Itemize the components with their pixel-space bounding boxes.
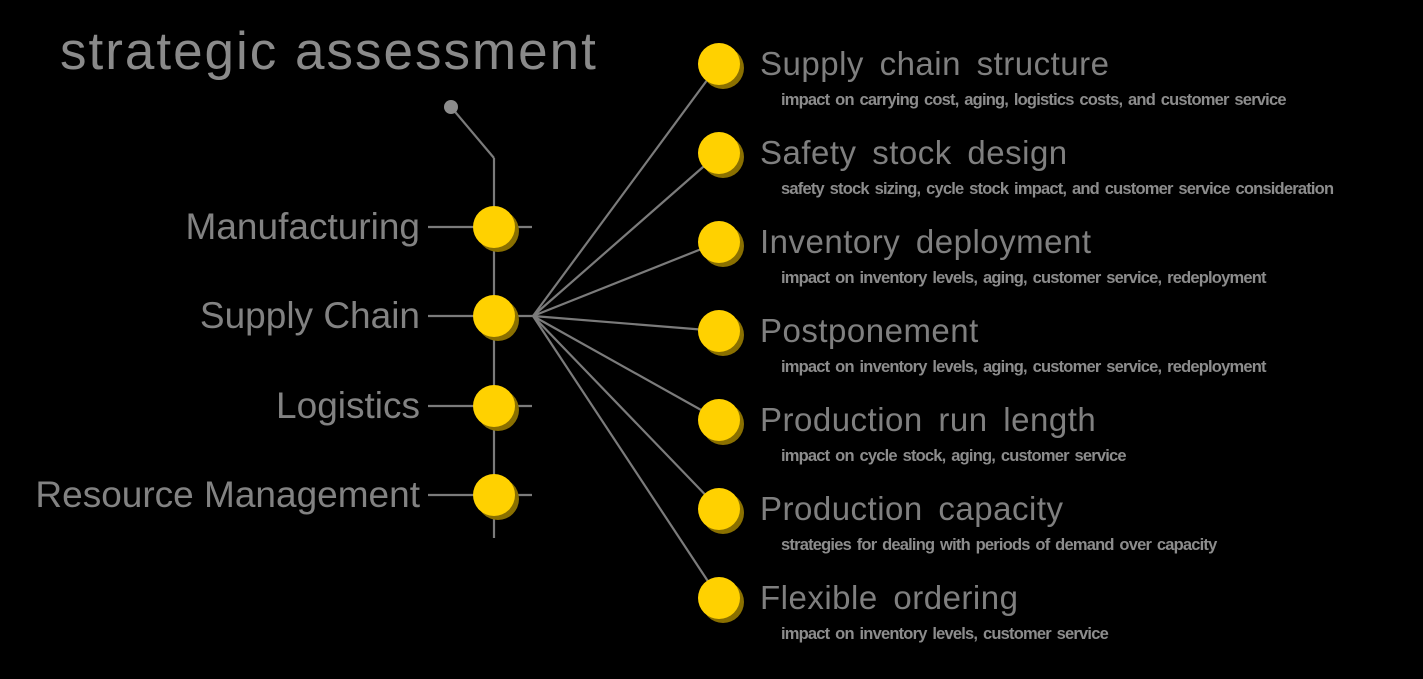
node-marker-item-5: [698, 399, 744, 445]
title-anchor-line: [450, 106, 495, 159]
node-marker-item-1: [698, 43, 744, 89]
node-marker-item-6: [698, 488, 744, 534]
item-sub-postponement: impact on inventory levels, aging, custo…: [781, 358, 1266, 376]
node-marker-item-2: [698, 132, 744, 178]
branch-line-3: [532, 240, 720, 318]
item-title-production-run-length: Production run length: [760, 401, 1097, 438]
item-sub-supply-chain-structure: impact on carrying cost, aging, logistic…: [781, 91, 1287, 109]
item-title-supply-chain-structure: Supply chain structure: [760, 45, 1110, 82]
node-marker-resource-management: [473, 474, 519, 520]
item-title-postponement: Postponement: [760, 312, 979, 349]
page-title: strategic assessment: [60, 22, 598, 81]
node-marker-item-7: [698, 577, 744, 623]
node-marker-item-4: [698, 310, 744, 356]
item-sub-flexible-ordering: impact on inventory levels, customer ser…: [781, 625, 1109, 643]
left-label-manufacturing: Manufacturing: [185, 206, 420, 247]
item-sub-inventory-deployment: impact on inventory levels, aging, custo…: [781, 269, 1266, 287]
title-anchor-dot-icon: [444, 100, 458, 114]
item-title-inventory-deployment: Inventory deployment: [760, 223, 1092, 260]
item-title-production-capacity: Production capacity: [760, 490, 1064, 527]
node-marker-manufacturing: [473, 206, 519, 252]
left-label-supply-chain: Supply Chain: [199, 295, 420, 336]
node-marker-item-3: [698, 221, 744, 267]
branch-line-2: [532, 152, 720, 317]
branch-line-4: [532, 314, 720, 333]
item-sub-production-run-length: impact on cycle stock, aging, customer s…: [781, 447, 1127, 465]
item-sub-safety-stock-design: safety stock sizing, cycle stock impact,…: [781, 180, 1334, 198]
item-title-safety-stock-design: Safety stock design: [760, 134, 1068, 171]
left-label-logistics: Logistics: [276, 385, 420, 426]
branch-line-1: [532, 63, 720, 317]
node-marker-supply-chain: [473, 295, 519, 341]
branch-line-7: [532, 315, 720, 599]
branch-line-6: [532, 315, 720, 510]
item-sub-production-capacity: strategies for dealing with periods of d…: [781, 536, 1217, 554]
item-title-flexible-ordering: Flexible ordering: [760, 579, 1019, 616]
node-marker-logistics: [473, 385, 519, 431]
left-label-resource-management: Resource Management: [35, 474, 420, 515]
branch-line-5: [532, 315, 720, 421]
